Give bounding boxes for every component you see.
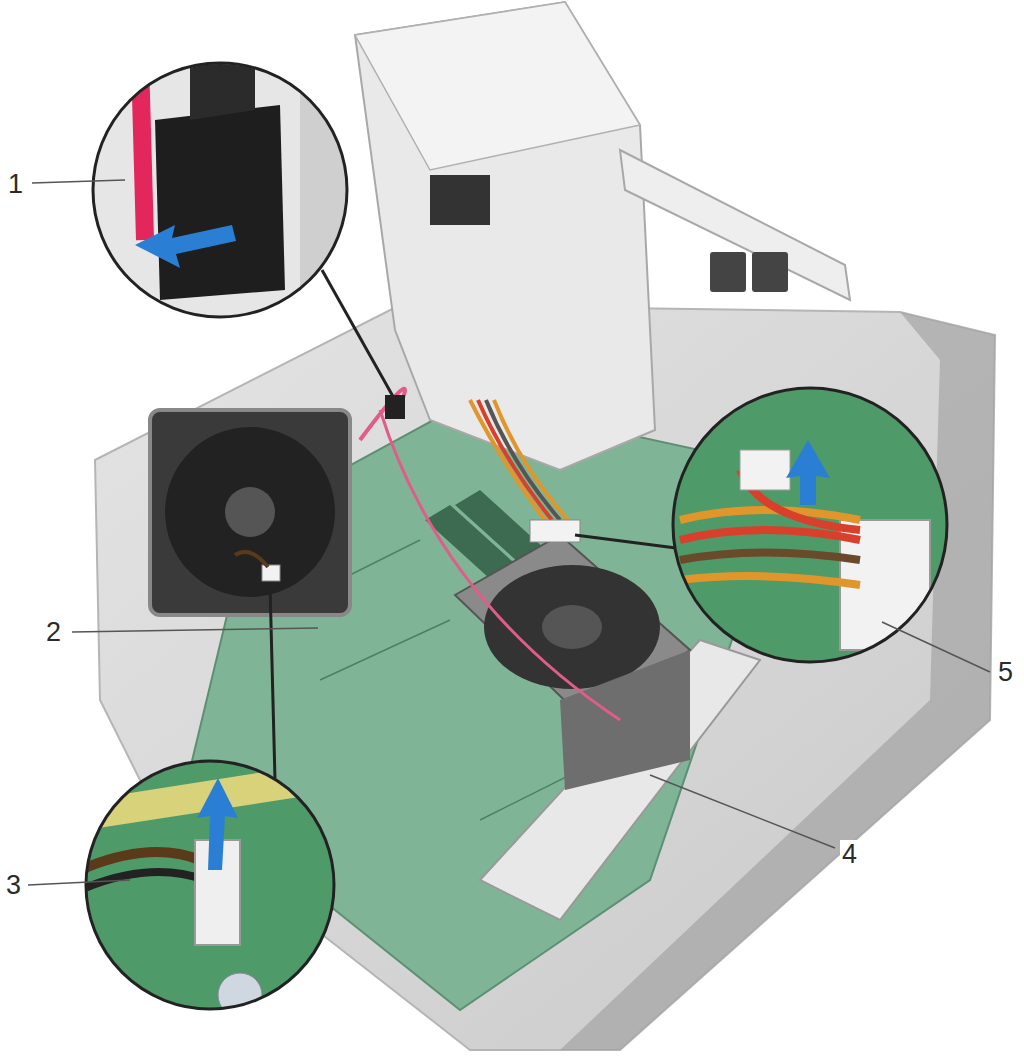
cpu-power-connector — [262, 565, 280, 581]
case-fan — [150, 410, 350, 615]
power-socket — [430, 175, 490, 225]
callout-number: 4 — [840, 840, 859, 869]
callout-number: 2 — [44, 618, 63, 647]
direction-arrow — [135, 225, 236, 268]
zoom-detail — [670, 385, 950, 665]
callout-number: 1 — [6, 170, 25, 199]
expansion-bracket — [480, 640, 760, 920]
power-supply — [355, 2, 655, 470]
power-cables — [360, 389, 620, 720]
direction-arrow — [786, 440, 830, 505]
callout-number: 5 — [996, 658, 1015, 687]
psu-bracket — [620, 150, 850, 300]
zoom-detail — [90, 55, 360, 320]
heatsink — [560, 650, 690, 790]
atx-connector — [530, 520, 580, 542]
zoom-leader — [270, 270, 676, 780]
direction-arrow — [197, 778, 238, 870]
zoom-detail — [80, 760, 345, 1020]
callout-number: 3 — [4, 871, 23, 900]
callout-leader — [28, 180, 990, 885]
